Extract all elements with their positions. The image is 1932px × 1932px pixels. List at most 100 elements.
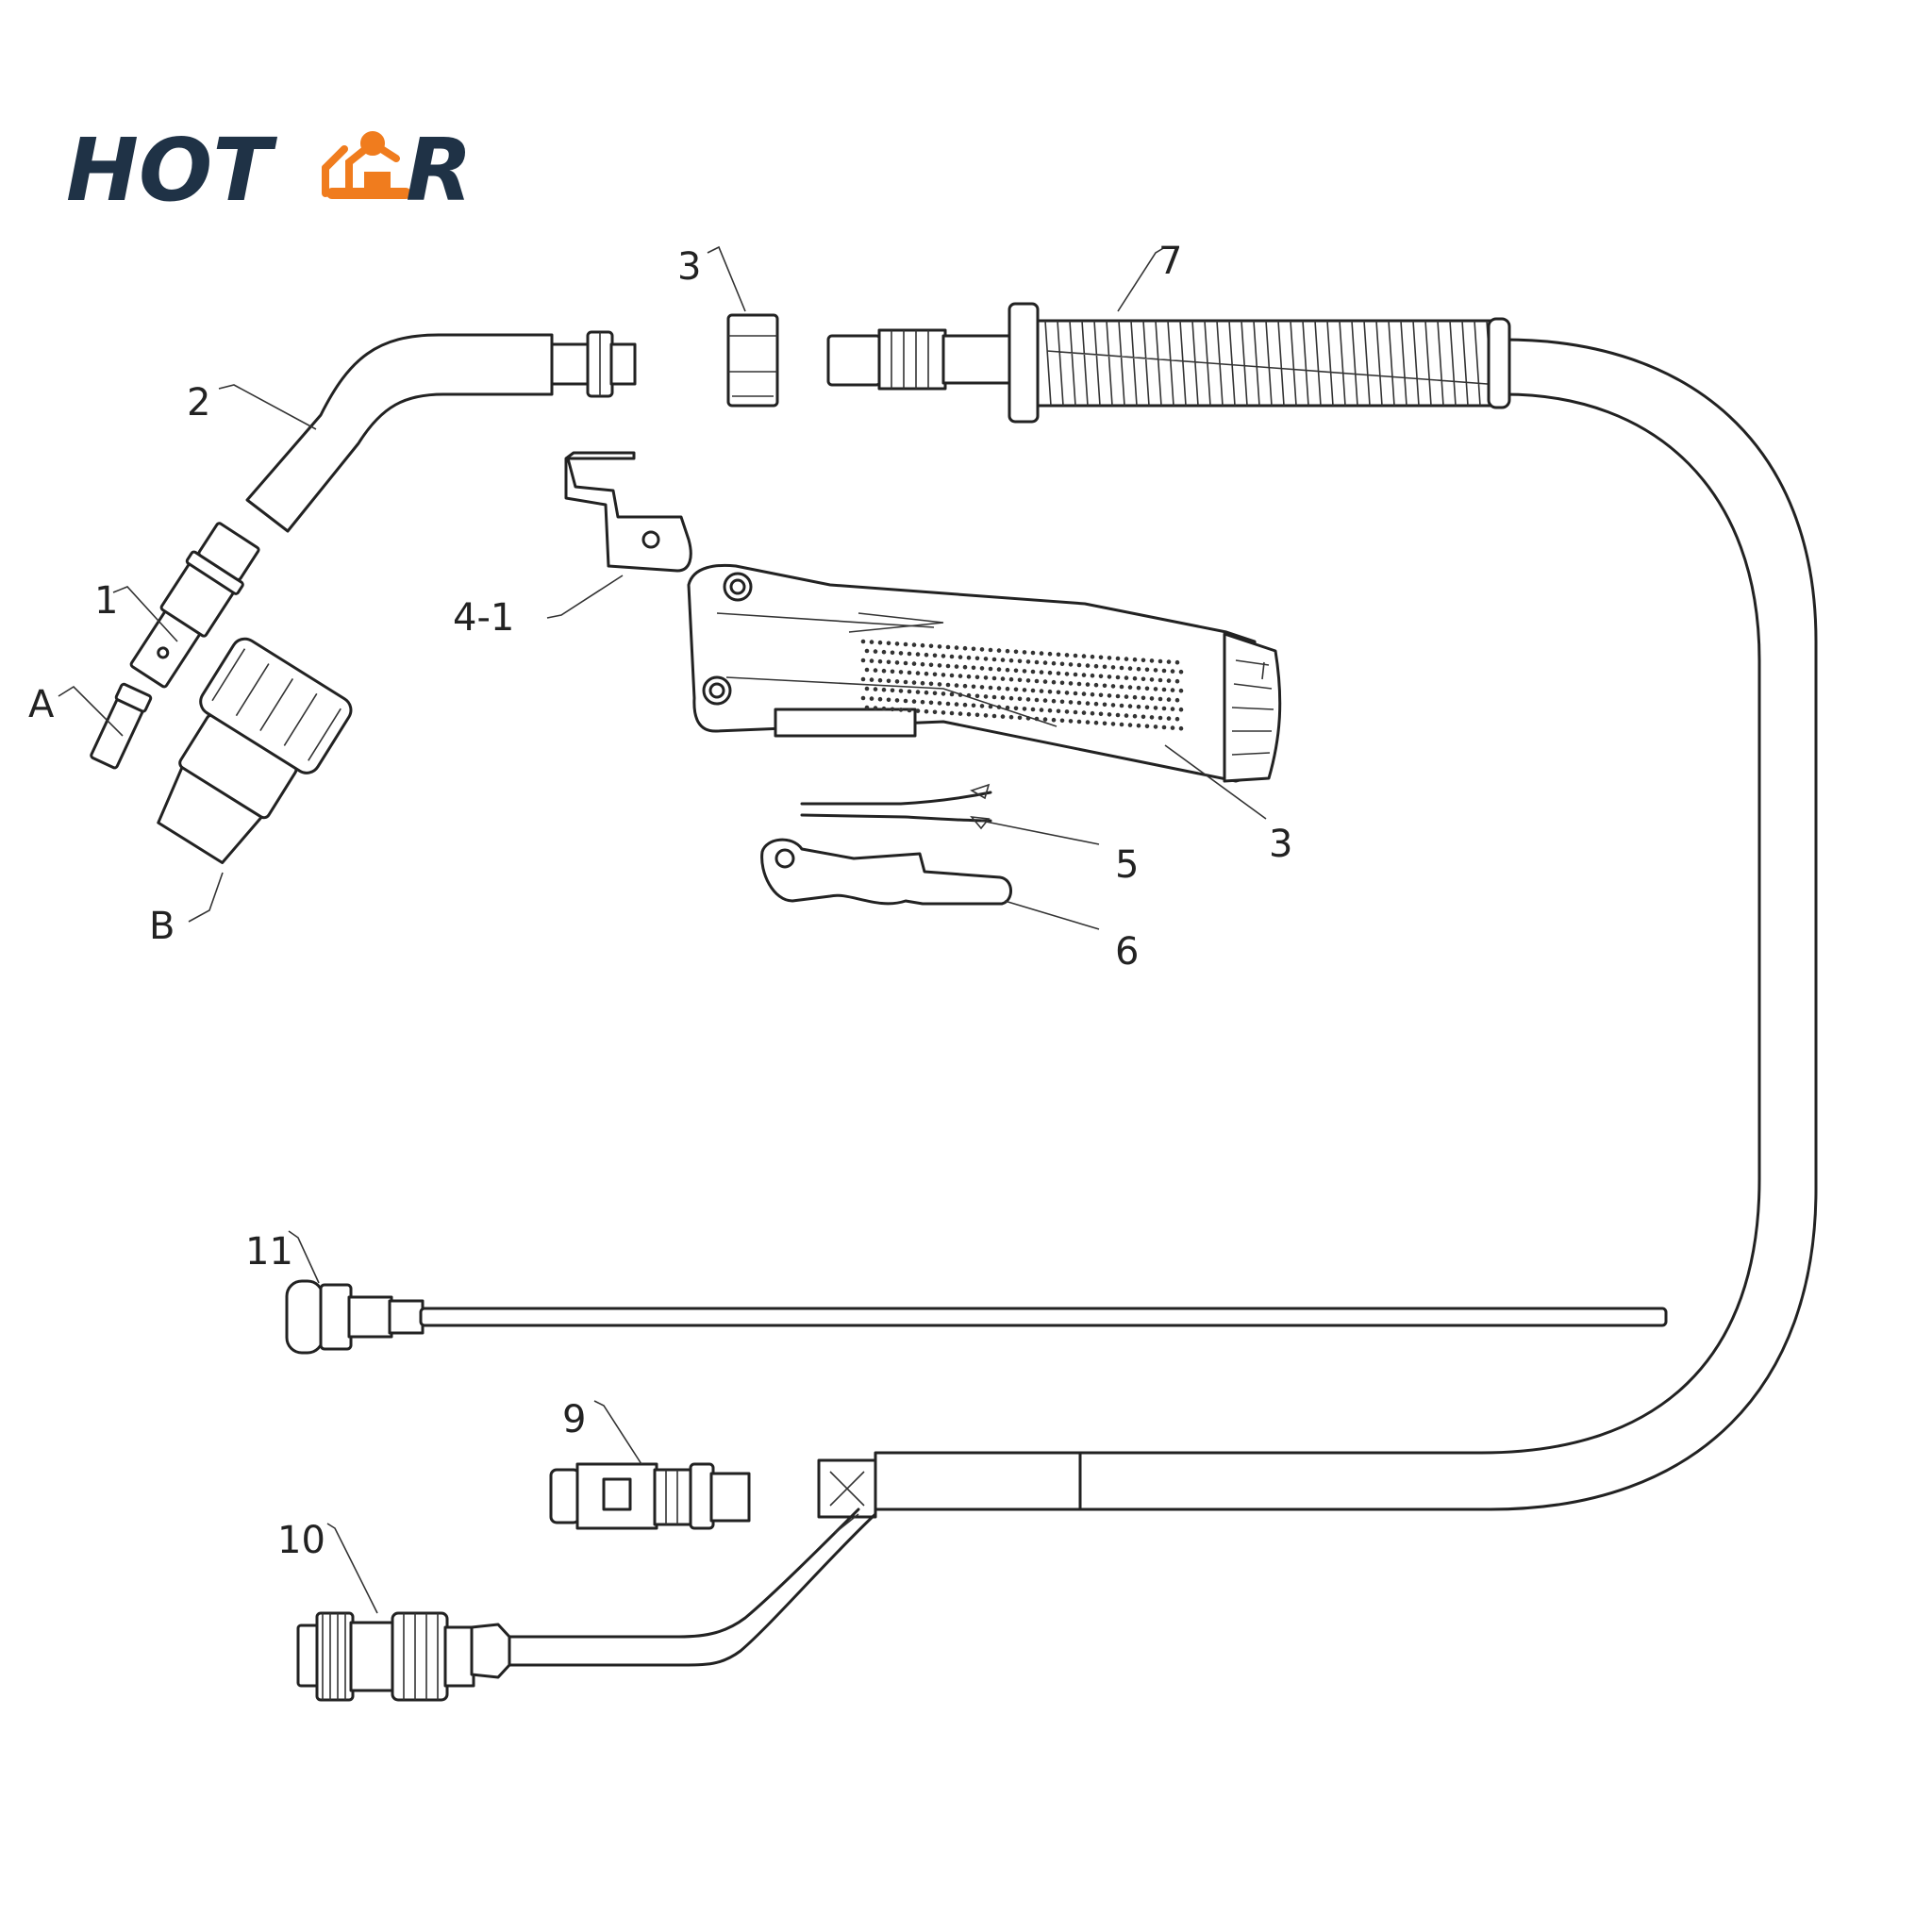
grip-dot	[991, 694, 997, 700]
spring-guard	[1008, 302, 1511, 424]
grip-dot	[1115, 656, 1121, 661]
grip-dot	[1158, 677, 1163, 683]
label-5: 5	[1115, 843, 1139, 887]
label-a: A	[28, 683, 55, 726]
logo-text-right: R	[406, 120, 473, 221]
grip-dot	[991, 675, 997, 681]
grip-dot	[864, 705, 870, 710]
grip-dot	[877, 658, 883, 664]
grip-dot	[1170, 707, 1175, 711]
grip-dot	[1161, 668, 1167, 674]
grip-dot	[881, 649, 887, 655]
grip-dot	[941, 654, 946, 658]
grip-dot	[983, 694, 989, 699]
grip-dot	[860, 658, 866, 663]
grip-dot	[954, 702, 959, 707]
grip-dot	[1127, 723, 1133, 727]
grip-dot	[860, 639, 866, 644]
grip-dot	[988, 666, 993, 672]
trigger-spring	[800, 783, 992, 830]
grip-dot	[1098, 655, 1104, 660]
grip-dot	[1064, 672, 1070, 676]
grip-dot	[971, 665, 976, 671]
grip-dot	[1093, 720, 1099, 725]
grip-dot	[911, 661, 917, 666]
grip-dot	[1178, 707, 1184, 712]
grip-dot	[1005, 648, 1010, 654]
grip-dot	[1008, 714, 1014, 720]
grip-dot	[1000, 714, 1006, 719]
grip-dot	[1085, 720, 1091, 724]
grip-dot	[1000, 658, 1006, 662]
gas-nozzle	[157, 637, 353, 864]
grip-dot	[877, 640, 883, 645]
swan-neck	[245, 330, 637, 533]
grip-dot	[1005, 686, 1010, 691]
grip-dot	[1056, 652, 1061, 658]
control-plug	[296, 1611, 511, 1702]
grip-dot	[991, 657, 997, 662]
grip-dot	[996, 648, 1002, 653]
grip-dot	[958, 692, 963, 697]
grip-dot	[869, 696, 874, 701]
label-b: B	[149, 905, 175, 948]
contact-tip-holder	[129, 522, 260, 689]
grip-dot	[890, 669, 895, 675]
grip-dot	[1025, 678, 1031, 683]
grip-dot	[915, 690, 921, 694]
grip-dot	[1059, 680, 1065, 686]
grip-dot	[1149, 658, 1155, 663]
grip-dot	[1081, 710, 1087, 715]
grip-dot	[894, 679, 900, 684]
grip-dot	[1102, 664, 1108, 670]
grip-dot	[924, 652, 929, 658]
grip-dot	[898, 651, 904, 656]
grip-dot	[1158, 696, 1163, 702]
grip-dot	[1068, 681, 1074, 686]
grip-dot	[1136, 723, 1141, 728]
grip-dot	[1068, 719, 1074, 724]
grip-dot	[949, 654, 955, 659]
grip-dot	[1107, 693, 1112, 698]
grip-dot	[988, 685, 993, 691]
grip-dot	[860, 695, 866, 701]
grip-dot	[864, 648, 870, 654]
grip-dot	[1022, 650, 1027, 655]
grip-dot	[928, 700, 934, 706]
grip-dot	[1051, 660, 1057, 666]
grip-dot	[966, 674, 972, 679]
grip-dot	[958, 711, 963, 716]
grip-dot	[1034, 697, 1040, 703]
grip-dot	[1141, 676, 1146, 682]
grip-dot	[1013, 687, 1019, 692]
grip-dot	[932, 653, 938, 658]
grip-dot	[1098, 711, 1104, 717]
label-10: 10	[277, 1519, 325, 1562]
grip-dot	[903, 679, 908, 685]
grip-dot	[941, 673, 946, 677]
grip-dot	[937, 682, 942, 687]
handle-adapter	[826, 328, 1011, 391]
grip-dot	[894, 641, 900, 646]
grip-dot	[979, 666, 985, 671]
grip-dot	[1127, 704, 1133, 708]
grip-dot	[920, 699, 925, 705]
label-2: 2	[187, 381, 210, 425]
grip-dot	[941, 691, 946, 696]
grip-dot	[1093, 701, 1099, 707]
grip-dot	[1161, 687, 1167, 692]
grip-dot	[1051, 698, 1057, 704]
grip-dot	[1017, 715, 1023, 721]
grip-texture	[860, 639, 1184, 731]
grip-dot	[1017, 658, 1023, 664]
grip-dot	[1149, 696, 1155, 701]
grip-dot	[1136, 685, 1141, 691]
grip-dot	[1170, 725, 1175, 730]
grip-dot	[1013, 649, 1019, 655]
grip-dot	[1124, 694, 1129, 699]
grip-dot	[1000, 676, 1006, 681]
grip-dot	[932, 672, 938, 677]
grip-dot	[1144, 667, 1150, 673]
grip-dot	[1158, 658, 1163, 664]
grip-dot	[1022, 688, 1027, 692]
